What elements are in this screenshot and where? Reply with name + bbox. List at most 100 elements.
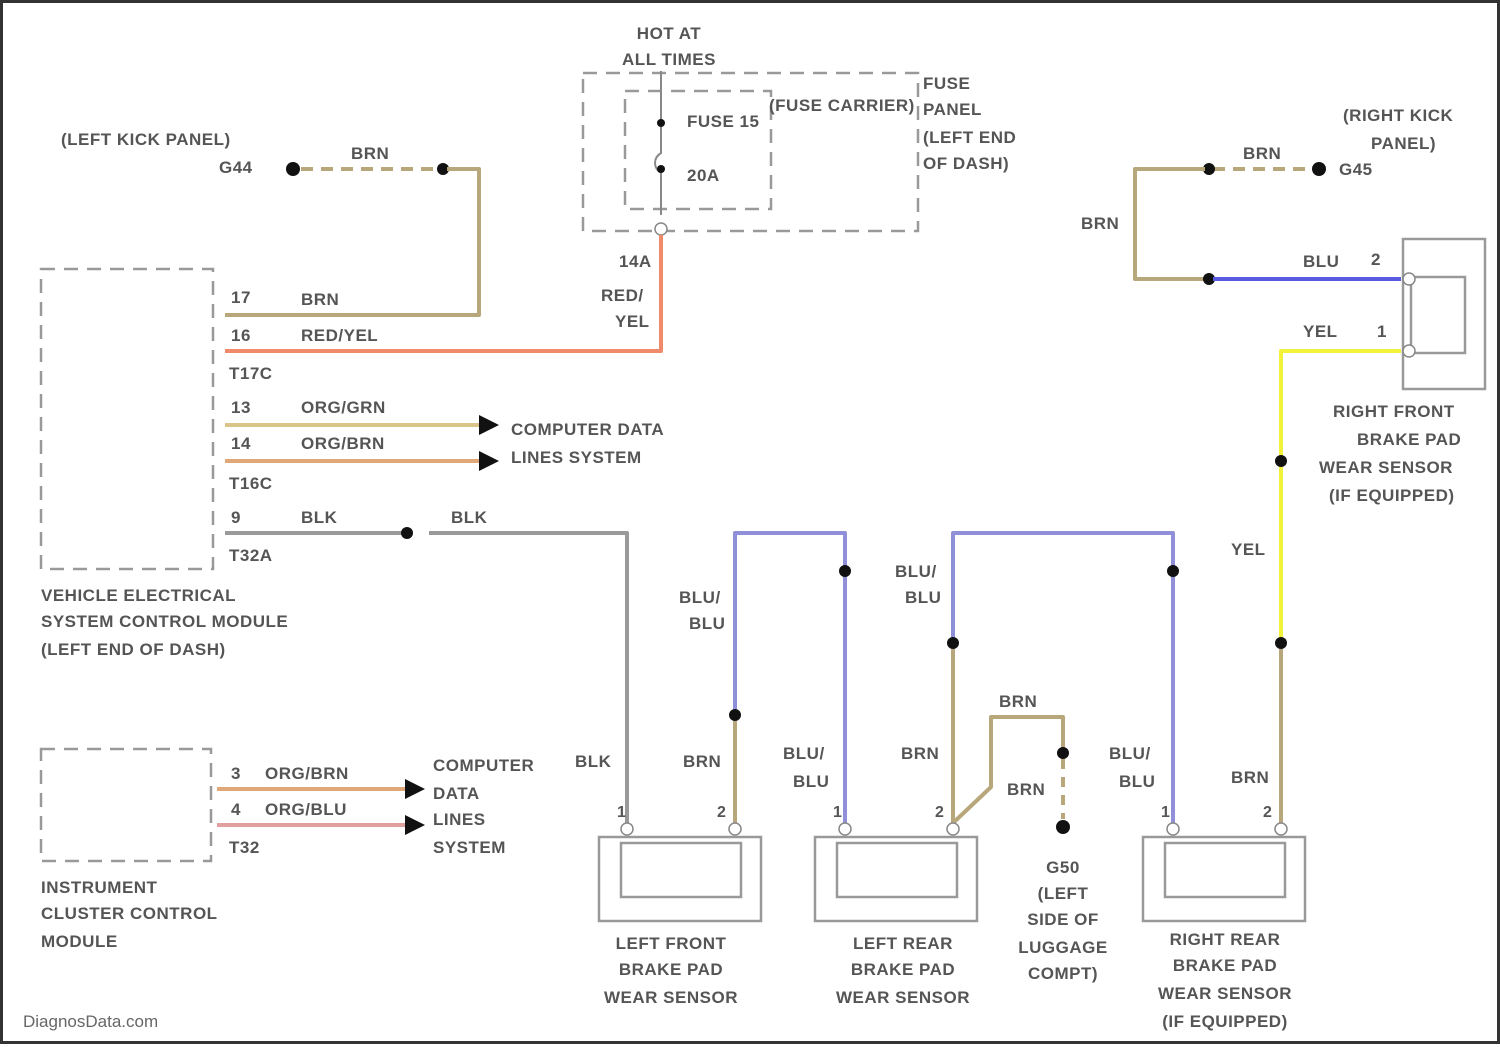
- rr-label-2: BRAKE PAD: [1173, 956, 1277, 975]
- rr-label-4: (IF EQUIPPED): [1162, 1012, 1288, 1031]
- rf-pin-2-terminal: [1403, 273, 1415, 285]
- splice-blk: [401, 527, 413, 539]
- g45-label: G45: [1339, 160, 1373, 179]
- arrow-org-blu: [405, 815, 425, 835]
- cluster-label-1: INSTRUMENT: [41, 878, 158, 897]
- cds2-label-4: SYSTEM: [433, 838, 506, 857]
- vescm-conn-t32a: T32A: [229, 546, 273, 565]
- arrow-org-brn-2: [405, 779, 425, 799]
- wire-blu-rf-label: BLU: [1303, 252, 1339, 271]
- lf-pin-1-terminal: [621, 823, 633, 835]
- vescm-conn-t16c: T16C: [229, 474, 273, 493]
- rf-label-2: BRAKE PAD: [1357, 430, 1461, 449]
- wire-yel-rf-label-2: YEL: [1231, 540, 1266, 559]
- splice-lr-brn: [947, 637, 959, 649]
- wire-brn-17-label: BRN: [301, 290, 339, 309]
- wire-blu-slash-3: BLU/: [895, 562, 937, 581]
- rr-pin-2-terminal: [1275, 823, 1287, 835]
- hot-label-1: HOT AT: [637, 24, 701, 43]
- right-kick-label-1: (RIGHT KICK: [1343, 106, 1454, 125]
- fuse-panel-label-1: FUSE: [923, 74, 970, 93]
- wire-org-blu-label: ORG/BLU: [265, 800, 347, 819]
- rr-label-1: RIGHT REAR: [1170, 930, 1281, 949]
- wire-brn-g45-label-2: BRN: [1081, 214, 1119, 233]
- lr-sensor-inner: [837, 843, 957, 897]
- wiring-diagram: HOT AT ALL TIMES FUSE 15 20A (FUSE CARRI…: [3, 3, 1500, 1047]
- cds1-label-2: LINES SYSTEM: [511, 448, 642, 467]
- lr-pin-2: 2: [935, 804, 944, 821]
- g50-label-1: (LEFT: [1038, 884, 1089, 903]
- wire-brn-lf-label: BRN: [683, 752, 721, 771]
- g50-label-3: LUGGAGE: [1018, 938, 1107, 957]
- lr-label-2: BRAKE PAD: [851, 960, 955, 979]
- vescm-conn-t17c: T17C: [229, 364, 273, 383]
- wire-blu-end-1: BLU: [689, 614, 725, 633]
- wire-brn-17: [225, 169, 479, 315]
- cluster-pin-3: 3: [231, 764, 241, 783]
- cds2-label-1: COMPUTER: [433, 756, 534, 775]
- rf-sensor-inner: [1411, 277, 1465, 353]
- vescm-pin-13: 13: [231, 398, 251, 417]
- lr-pin-2-terminal: [947, 823, 959, 835]
- wire-14a-label: 14A: [619, 252, 652, 271]
- wire-brn-g45-loop: [1135, 169, 1205, 279]
- lf-label-1: LEFT FRONT: [616, 934, 727, 953]
- right-kick-label-2: PANEL): [1371, 134, 1436, 153]
- cluster-pin-4: 4: [231, 800, 241, 819]
- fuse-terminal-bottom: [657, 165, 665, 173]
- wire-yel-rf-label: YEL: [1303, 322, 1338, 341]
- splice-lf-blu: [839, 565, 851, 577]
- lf-label-3: WEAR SENSOR: [604, 988, 738, 1007]
- wire-blu-end-3: BLU: [905, 588, 941, 607]
- fuse-name: FUSE 15: [687, 112, 759, 131]
- arrow-org-grn: [479, 415, 499, 435]
- fuse-rating: 20A: [687, 166, 720, 185]
- lr-label-1: LEFT REAR: [853, 934, 953, 953]
- wire-org-brn-2-label: ORG/BRN: [265, 764, 349, 783]
- wire-blk-label-3: BLK: [575, 752, 612, 771]
- wire-blu-slash-2: BLU/: [783, 744, 825, 763]
- rr-sensor-inner: [1165, 843, 1285, 897]
- cluster-label-2: CLUSTER CONTROL: [41, 904, 218, 923]
- vescm-label-3: (LEFT END OF DASH): [41, 640, 226, 659]
- wire-brn-lr-label: BRN: [901, 744, 939, 763]
- wire-blk-label-2: BLK: [451, 508, 488, 527]
- g50-label-2: SIDE OF: [1027, 910, 1099, 929]
- rf-pin-1: 1: [1377, 322, 1387, 341]
- rf-label-4: (IF EQUIPPED): [1329, 486, 1455, 505]
- lr-sensor-box: [815, 837, 977, 921]
- wire-red-yel: [225, 235, 661, 351]
- vescm-pin-17: 17: [231, 288, 251, 307]
- splice-yel-2: [1275, 637, 1287, 649]
- lf-pin-2-terminal: [729, 823, 741, 835]
- wire-brn-g44-label: BRN: [351, 144, 389, 163]
- wire-blu-end-4: BLU: [1119, 772, 1155, 791]
- wire-org-grn-label: ORG/GRN: [301, 398, 386, 417]
- fuse-output-pin: [655, 223, 667, 235]
- lf-label-2: BRAKE PAD: [619, 960, 723, 979]
- wire-blk-b: [429, 533, 627, 823]
- arrow-org-brn: [479, 451, 499, 471]
- lr-pin-1: 1: [833, 804, 842, 821]
- splice-g50: [1057, 747, 1069, 759]
- fuse-panel-label-2: PANEL: [923, 100, 982, 119]
- wire-blu-slash-1: BLU/: [679, 588, 721, 607]
- vescm-label-1: VEHICLE ELECTRICAL: [41, 586, 236, 605]
- lr-label-3: WEAR SENSOR: [836, 988, 970, 1007]
- lf-pin-1: 1: [617, 804, 626, 821]
- wire-blu-slash-4: BLU/: [1109, 744, 1151, 763]
- wire-brn-g50: [953, 717, 1063, 823]
- wire-brn-g45-label: BRN: [1243, 144, 1281, 163]
- rr-sensor-box: [1143, 837, 1305, 921]
- splice-lf-brn: [729, 709, 741, 721]
- lf-sensor-inner: [621, 843, 741, 897]
- wire-brn-rr-label: BRN: [1231, 768, 1269, 787]
- vescm-pin-9: 9: [231, 508, 241, 527]
- wire-yel-label: YEL: [615, 312, 650, 331]
- g50-ground-point: [1056, 820, 1070, 834]
- cds1-label-1: COMPUTER DATA: [511, 420, 664, 439]
- rr-pin-2: 2: [1263, 804, 1272, 821]
- wire-red-label: RED/: [601, 286, 644, 305]
- fuse-panel-label-3: (LEFT END: [923, 128, 1016, 147]
